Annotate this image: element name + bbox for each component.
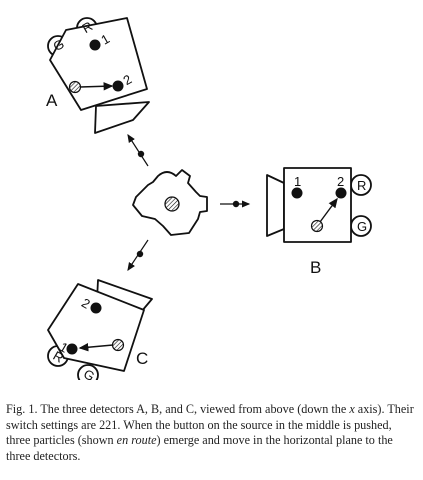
detector-a-funnel xyxy=(94,101,150,134)
particle-source xyxy=(132,169,208,236)
detector-c-label: C xyxy=(136,349,148,368)
detector-a-body xyxy=(49,17,148,111)
detector-c-switch-position-2 xyxy=(90,302,102,314)
detector-a-switch-pivot xyxy=(68,80,82,94)
detector-a: R G 1 2 A xyxy=(46,17,150,134)
detector-a-switch-position-1 xyxy=(89,39,101,51)
detector-b-label: B xyxy=(310,258,321,277)
source-button xyxy=(164,196,180,212)
detector-b-funnel xyxy=(266,174,285,237)
three-detectors-figure: R G 1 2 A R G 1 2 B R G 1 2 xyxy=(46,17,372,380)
detector-c-green-light xyxy=(77,364,99,380)
caption-suffix: ) emerge and move in the horizontal plan… xyxy=(6,433,393,463)
detector-b-switch-1-label: 1 xyxy=(294,174,301,189)
detector-a-label: A xyxy=(46,91,58,110)
caption-x-variable: x xyxy=(349,402,355,416)
detector-b-switch-pointer xyxy=(319,197,338,223)
particle-to-b xyxy=(220,200,251,208)
particle-to-a xyxy=(127,133,149,167)
detector-b-g-label: G xyxy=(357,219,367,234)
particle-to-c xyxy=(127,239,149,271)
detector-b-switch-position-2 xyxy=(335,187,347,199)
detector-c-switch-pivot xyxy=(111,338,125,352)
detector-b-r-label: R xyxy=(357,178,366,193)
detector-b-switch-pivot xyxy=(310,219,324,233)
detector-a-switch-position-2 xyxy=(112,80,124,92)
caption-middle: axis). Their switch settings are 221. Wh… xyxy=(6,402,414,447)
detector-a-switch-pointer xyxy=(79,82,114,91)
detector-c: R G 1 2 C xyxy=(47,279,153,380)
detector-b: R G 1 2 B xyxy=(266,167,372,277)
figure-caption: Fig. 1. The three detectors A, B, and C,… xyxy=(6,402,416,464)
detector-c-switch-position-1 xyxy=(66,343,78,355)
detector-b-switch-2-label: 2 xyxy=(337,174,344,189)
caption-en-route: en route xyxy=(116,433,157,447)
detector-b-switch-position-1 xyxy=(291,187,303,199)
caption-prefix: Fig. 1. The three detectors A, B, and C,… xyxy=(6,402,350,416)
detector-c-switch-pointer xyxy=(78,343,114,352)
